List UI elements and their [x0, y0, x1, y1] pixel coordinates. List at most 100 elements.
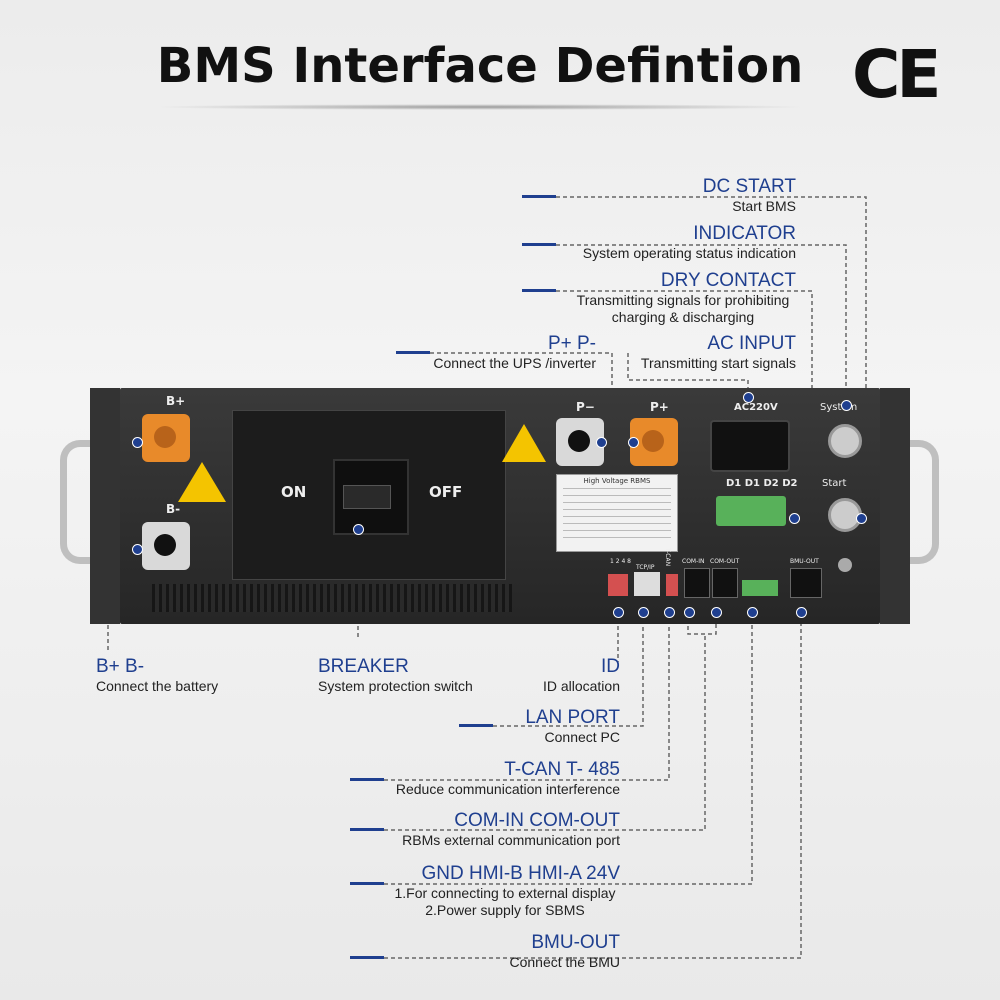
label-tcan-heading: T-CAN T- 485 [504, 759, 620, 780]
dot-breaker [353, 524, 364, 535]
dot-com-out [711, 607, 722, 618]
p-minus-marking: P− [576, 400, 595, 414]
label-bb-heading: B+ B- [96, 656, 145, 677]
tcan-dip-switch[interactable] [666, 574, 678, 596]
label-dry-contact-heading: DRY CONTACT [660, 270, 796, 291]
label-com: COM-IN COM-OUT RBMs external communicati… [370, 810, 620, 849]
id-dip-switch[interactable] [608, 574, 628, 596]
ac-marking: AC220V [734, 402, 778, 413]
label-breaker-desc: System protection switch [318, 678, 473, 694]
label-indicator-desc: System operating status indication [582, 245, 796, 261]
label-lan-desc: Connect PC [544, 729, 620, 745]
tcp-marking: TCP/IP [636, 564, 655, 571]
p-plus-marking: P+ [650, 400, 669, 414]
danger-warning-icon-2 [502, 424, 546, 462]
danger-warning-icon [178, 462, 226, 502]
dot-ac [743, 392, 754, 403]
ground-screw-icon [838, 558, 852, 572]
label-id-desc: ID allocation [542, 678, 620, 694]
dot-id [613, 607, 624, 618]
hmi-terminal[interactable] [742, 580, 778, 596]
breaker-switch[interactable] [333, 459, 409, 535]
label-breaker: BREAKER System protection switch [318, 656, 538, 695]
label-pp-heading: P+ P- [547, 333, 596, 354]
label-lan-heading: LAN PORT [525, 707, 620, 728]
title-underline [150, 104, 810, 110]
label-gnd-desc: 1.For connecting to external display [394, 885, 616, 901]
label-gnd-desc2: 2.Power supply for SBMS [425, 902, 585, 918]
dot-system [841, 400, 852, 411]
label-tcan: T-CAN T- 485 Reduce communication interf… [370, 759, 620, 798]
label-ac-input: AC INPUT Transmitting start signals [620, 333, 796, 372]
label-gnd-heading: GND HMI-B HMI-A 24V [421, 863, 620, 884]
id-switch-marking: 1 2 4 8 [610, 558, 631, 565]
bar-lan [459, 724, 493, 727]
vent-grille [152, 584, 512, 612]
label-bb-desc: Connect the battery [96, 678, 219, 694]
label-id: ID ID allocation [430, 656, 620, 695]
dot-dry [789, 513, 800, 524]
dot-lan [638, 607, 649, 618]
start-marking: Start [822, 478, 847, 489]
dot-p-minus [596, 437, 607, 448]
label-indicator-heading: INDICATOR [693, 223, 796, 244]
label-lan: LAN PORT Connect PC [430, 707, 620, 746]
label-dry-contact-desc: Transmitting signals for prohibiting cha… [576, 292, 790, 325]
page-title: BMS Interface Defintion [156, 38, 804, 94]
lan-port[interactable] [634, 572, 660, 596]
bar-indicator [522, 243, 556, 246]
left-handle [60, 440, 105, 564]
leader-bmu [384, 612, 802, 959]
label-bmu-desc: Connect the BMU [509, 954, 621, 970]
label-bb: B+ B- Connect the battery [96, 656, 296, 695]
leader-dry-contact [556, 290, 813, 512]
leader-ac-input [627, 353, 749, 395]
dot-com-in [684, 607, 695, 618]
com-in-port[interactable] [684, 568, 710, 598]
com-out-port[interactable] [712, 568, 738, 598]
leader-gnd [384, 612, 753, 885]
com-in-marking: COM-IN [682, 558, 705, 565]
label-breaker-heading: BREAKER [318, 656, 409, 677]
ac-input-socket[interactable] [710, 420, 790, 472]
right-handle [902, 440, 939, 564]
label-tcan-desc: Reduce communication interference [395, 781, 620, 797]
dot-b-minus [132, 544, 143, 555]
dot-tcan [664, 607, 675, 618]
bmu-out-port[interactable] [790, 568, 822, 598]
nameplate-title: High Voltage RBMS [583, 477, 651, 485]
b-plus-marking: B+ [166, 394, 186, 408]
bar-bmu [350, 956, 384, 959]
leader-tcan [384, 612, 670, 781]
bar-gnd [350, 882, 384, 885]
leader-indicator [556, 244, 847, 432]
dry-contact-terminal[interactable] [716, 496, 786, 526]
bmu-out-marking: BMU-OUT [790, 558, 819, 565]
system-marking: System [820, 402, 858, 413]
dry-contact-marking: D1 D1 D2 D2 [726, 478, 798, 489]
label-com-desc: RBMs external communication port [402, 832, 620, 848]
label-ac-input-heading: AC INPUT [707, 333, 796, 354]
label-pp: P+ P- Connect the UPS /inverter [400, 333, 596, 372]
b-minus-marking: B- [166, 502, 181, 516]
bar-tcan [350, 778, 384, 781]
dot-start [856, 513, 867, 524]
dot-hmi [747, 607, 758, 618]
label-dc-start-heading: DC START [702, 176, 796, 197]
leader-dc-start [556, 196, 867, 400]
right-bracket [880, 388, 910, 624]
label-dc-start: DC START Start BMS [560, 176, 796, 215]
breaker-on-marking: ON [281, 483, 307, 501]
dot-p-plus [628, 437, 639, 448]
bar-dc-start [522, 195, 556, 198]
label-dry-contact: DRY CONTACT Transmitting signals for pro… [560, 270, 796, 326]
bar-pp [396, 351, 430, 354]
tcan-marking: T-CAN [664, 548, 671, 567]
bms-device: B+ B- ON OFF P− P+ High Voltage RBMS AC2… [60, 388, 939, 624]
dot-b-plus [132, 437, 143, 448]
leader-lan [493, 612, 644, 727]
left-bracket [90, 388, 120, 624]
b-plus-terminal [142, 414, 190, 462]
label-ac-input-desc: Transmitting start signals [640, 355, 796, 371]
bar-com [350, 828, 384, 831]
